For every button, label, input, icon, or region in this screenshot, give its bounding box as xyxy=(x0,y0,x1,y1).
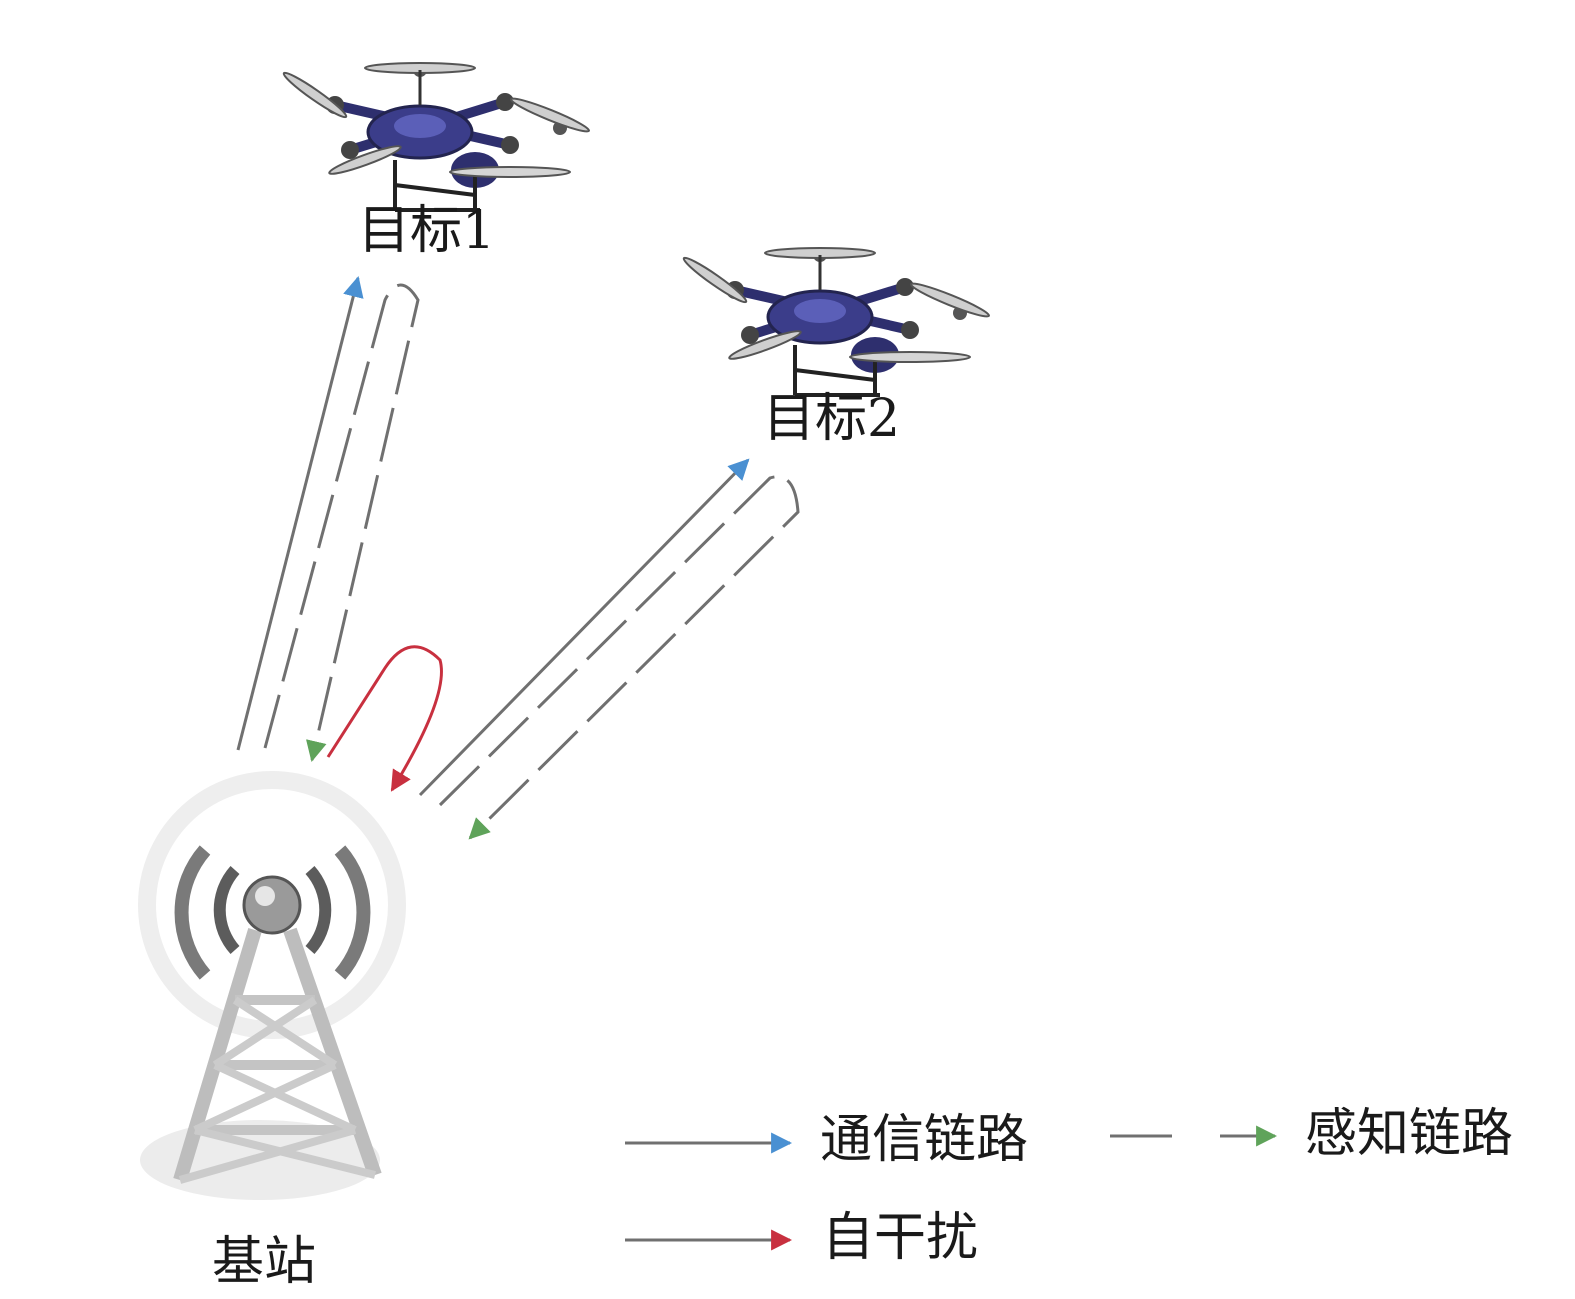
target2-label: 目标2 xyxy=(763,389,901,449)
self-interference-link xyxy=(326,645,443,792)
legend-sensing-label: 感知链路 xyxy=(1305,1104,1514,1164)
base-station-label: 基站 xyxy=(212,1232,317,1292)
sensing-link-target1 xyxy=(263,283,420,763)
base-station-tower-icon xyxy=(138,771,406,1200)
target1-label: 目标1 xyxy=(358,201,496,261)
legend-self-interference-label: 自干扰 xyxy=(822,1208,979,1268)
communication-link-target1 xyxy=(236,275,364,751)
legend-communication-label: 通信链路 xyxy=(820,1110,1029,1170)
drone-icon xyxy=(281,63,591,212)
drone-icon xyxy=(681,248,991,397)
sensing-link-target2 xyxy=(438,475,800,840)
communication-link-target2 xyxy=(418,458,750,797)
